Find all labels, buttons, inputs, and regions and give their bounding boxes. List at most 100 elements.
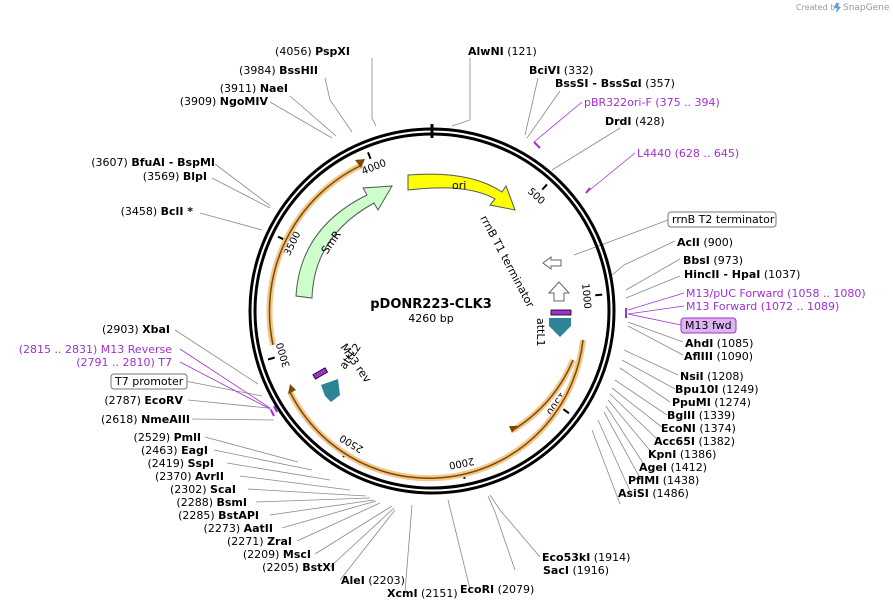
primer-range: (2791 .. 2810) [76,356,158,369]
t7-promoter-box [110,373,188,390]
site-position: (2618) [101,413,141,426]
site-name: EcoRV [144,394,183,407]
site-label: NsiI (1208) [680,370,744,383]
site-name: BclI * [161,205,194,218]
site-name: Bpu10I [675,383,719,396]
site-label: (3911) NaeI [220,82,288,95]
primer-label: (2815 .. 2831) M13 Reverse [19,343,172,356]
site-name: SspI [188,457,214,470]
site-name: BlpI [183,170,207,183]
m13-fwd-box [680,317,737,334]
site-label: (3607) BfuAI - BspMI [91,156,215,169]
site-label: HincII - HpaI (1037) [684,268,800,281]
site-label: (3909) NgoMIV [180,95,269,108]
site-label: EcoRI (2079) [460,583,534,596]
site-position: (2151) [418,587,458,600]
site-position: (2273) [204,522,244,535]
site-position: (121) [504,45,537,58]
tick-mark [367,152,372,160]
orf-arc-inner [512,359,574,431]
site-name: AflIII [684,350,713,363]
site-position: (1412) [667,461,707,474]
site-position: (2419) [147,457,187,470]
ori-feature [407,173,516,211]
site-position: (1374) [696,422,736,435]
site-label: (2529) PmlI [134,431,201,444]
leader-lines [174,58,684,593]
site-name: NgoMIV [220,95,269,108]
site-label: (4056) PspXI [275,45,350,58]
ori-label: ori [452,179,466,192]
primer-name: M13 Forward [686,300,757,313]
primer-marker [585,187,591,194]
site-position: (2209) [243,548,283,561]
site-label: Eco53kI (1914) [542,551,630,564]
site-label: BciVI (332) [529,64,593,77]
site-position: (3984) [239,64,279,77]
site-position: (2529) [134,431,174,444]
site-label: PflMI (1438) [628,474,699,487]
tick-label: 1000 [579,283,592,309]
site-position: (2787) [104,394,144,407]
site-position: (1339) [695,409,735,422]
site-name: BstXI [302,561,335,574]
site-name: BssSI - BssSαI [555,77,642,90]
site-position: (1382) [695,435,735,448]
site-name: KpnI [648,448,676,461]
rrnb-t2-box [667,211,777,228]
site-label: (2787) EcoRV [104,394,183,407]
site-name: AgeI [639,461,667,474]
site-label: BbsI (973) [683,254,743,267]
site-label: (2903) XbaI [102,323,170,336]
site-name: BbsI [683,254,710,267]
site-position: (428) [632,115,665,128]
site-name: XbaI [142,323,170,336]
features: ori SmR rrnB T1 terminator attL1 M13 rev… [295,173,572,402]
site-name: XcmI [387,587,418,600]
site-label: (2273) AatII [204,522,273,535]
attl1-feature [549,318,571,337]
site-position: (357) [642,77,675,90]
site-label: (2209) MscI [243,548,311,561]
site-position: (1486) [649,487,689,500]
site-label: (2285) BstAPI [178,509,259,522]
primer-marker [533,141,541,149]
primer-range: (2815 .. 2831) [19,343,101,356]
site-name: AleI [341,574,365,587]
site-name: ScaI [210,483,236,496]
site-name: ZraI [267,535,292,548]
site-name: NsiI [680,370,704,383]
site-name: PspXI [315,45,350,58]
site-name: BglII [667,409,695,422]
site-name: AsiSI [618,487,649,500]
tick-label: 2000 [448,455,475,471]
site-label: (2205) BstXI [262,561,335,574]
site-name: Acc65I [654,435,695,448]
primer-range: (1058 .. 1080) [784,287,866,300]
site-name: PpuMI [672,396,711,409]
site-label: (2271) ZraI [227,535,292,548]
primer-range: (1072 .. 1089) [757,300,839,313]
site-name: EagI [181,444,208,457]
snapgene-logo-icon [834,3,841,13]
site-name: AclI [677,236,700,249]
site-name: BstAPI [218,509,259,522]
plasmid-name: pDONR223-CLK3 [370,297,492,312]
backbone [248,124,616,495]
tick-label: 4000 [360,158,388,178]
site-label: EcoNI (1374) [661,422,736,435]
site-name: PmlI [174,431,201,444]
primer-name: pBR322ori-F [584,96,652,109]
site-label: (2370) AvrII [155,470,224,483]
site-name: Eco53kI [542,551,590,564]
site-label: XcmI (2151) [387,587,458,600]
primer-marker [270,409,275,417]
m13-fwd-label: M13 fwd [685,319,732,332]
site-label: AsiSI (1486) [618,487,689,500]
snapgene-credit: Created by SnapGene [796,3,890,13]
primer-labels: pBR322ori-F (375 .. 394)L4440 (628 .. 64… [19,96,866,417]
attl1-label: attL1 [534,318,547,347]
boxed-labels: rrnB T2 terminator M13 fwd T7 promoter [110,211,777,390]
site-label: BglII (1339) [667,409,735,422]
